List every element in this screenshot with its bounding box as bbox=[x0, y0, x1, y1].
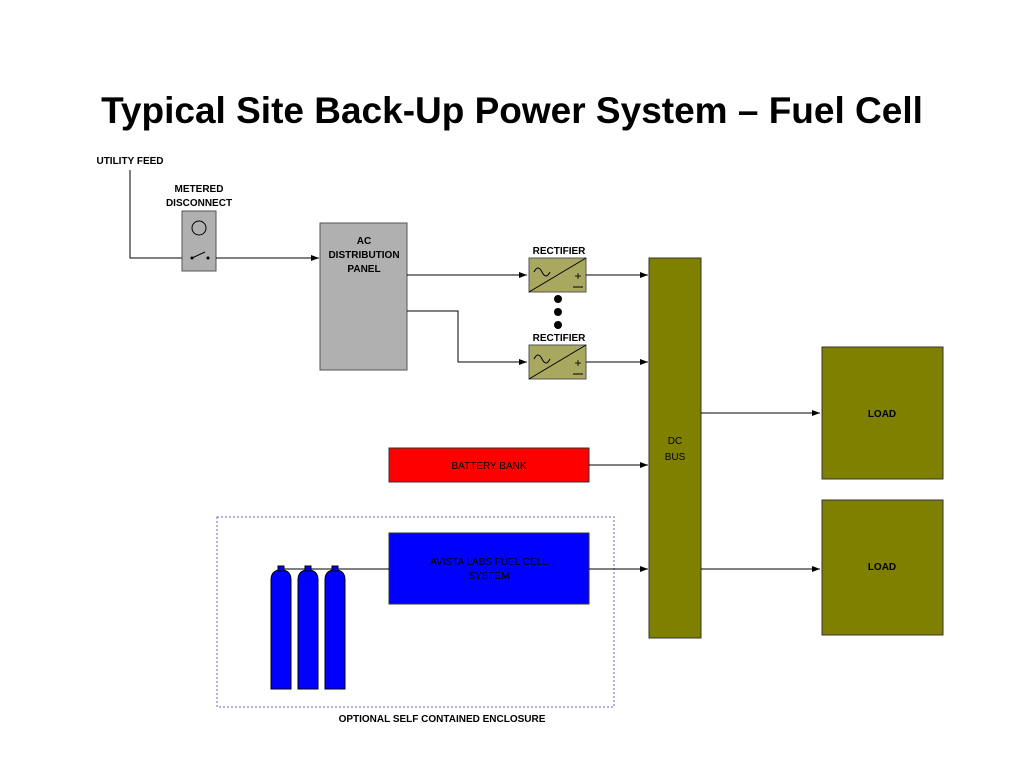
dc-bus bbox=[648, 257, 702, 639]
ac-wave-icon bbox=[533, 267, 551, 277]
enclosure-label: OPTIONAL SELF CONTAINED ENCLOSURE bbox=[339, 714, 546, 725]
hydrogen-cylinder-3 bbox=[324, 565, 346, 690]
rectifier-top: + bbox=[528, 257, 587, 293]
metered-disconnect-label-line1: METERED bbox=[175, 184, 224, 195]
battery-bank-label: BATTERY BANK bbox=[451, 461, 526, 472]
switch-icon bbox=[191, 251, 206, 259]
plus-icon: + bbox=[574, 356, 581, 370]
fuel-cell-system bbox=[388, 532, 590, 605]
dc-bus-label-line2: BUS bbox=[665, 452, 686, 463]
rectifier-top-label: RECTIFIER bbox=[533, 246, 587, 257]
dc-bus-label-line1: DC bbox=[668, 436, 682, 447]
load-top-label: LOAD bbox=[868, 409, 896, 420]
panel-to-rectifier-bottom-wire bbox=[407, 310, 527, 365]
more-rectifiers-dots bbox=[554, 295, 562, 329]
hydrogen-cylinder-2 bbox=[297, 565, 319, 690]
load-bottom-label: LOAD bbox=[868, 562, 896, 573]
load-top bbox=[821, 346, 944, 480]
utility-feed-wire bbox=[129, 170, 183, 259]
ac-distribution-panel bbox=[319, 222, 408, 371]
fuel-cell-label-line2: SYSTEM bbox=[468, 571, 509, 582]
rectifier-bottom-label: RECTIFIER bbox=[533, 333, 587, 344]
plus-icon: + bbox=[574, 269, 581, 283]
ac-panel-label-line3: PANEL bbox=[347, 264, 380, 275]
utility-feed-label: UTILITY FEED bbox=[96, 156, 163, 167]
load-bottom bbox=[821, 499, 944, 636]
optional-enclosure bbox=[216, 516, 615, 708]
hydrogen-cylinder-1 bbox=[270, 565, 292, 690]
metered-disconnect bbox=[181, 210, 217, 272]
battery-bank bbox=[388, 447, 590, 483]
metered-disconnect-label-line2: DISCONNECT bbox=[166, 198, 232, 209]
page-title: Typical Site Back-Up Power System – Fuel… bbox=[101, 90, 923, 131]
ac-panel-label-line2: DISTRIBUTION bbox=[328, 250, 399, 261]
fuel-cell-label-line1: AVISTA LABS FUEL CELL bbox=[430, 557, 548, 568]
ac-wave-icon bbox=[533, 354, 551, 364]
ac-panel-label-line1: AC bbox=[357, 236, 371, 247]
meter-icon bbox=[191, 220, 207, 236]
rectifier-bottom: + bbox=[528, 344, 587, 380]
